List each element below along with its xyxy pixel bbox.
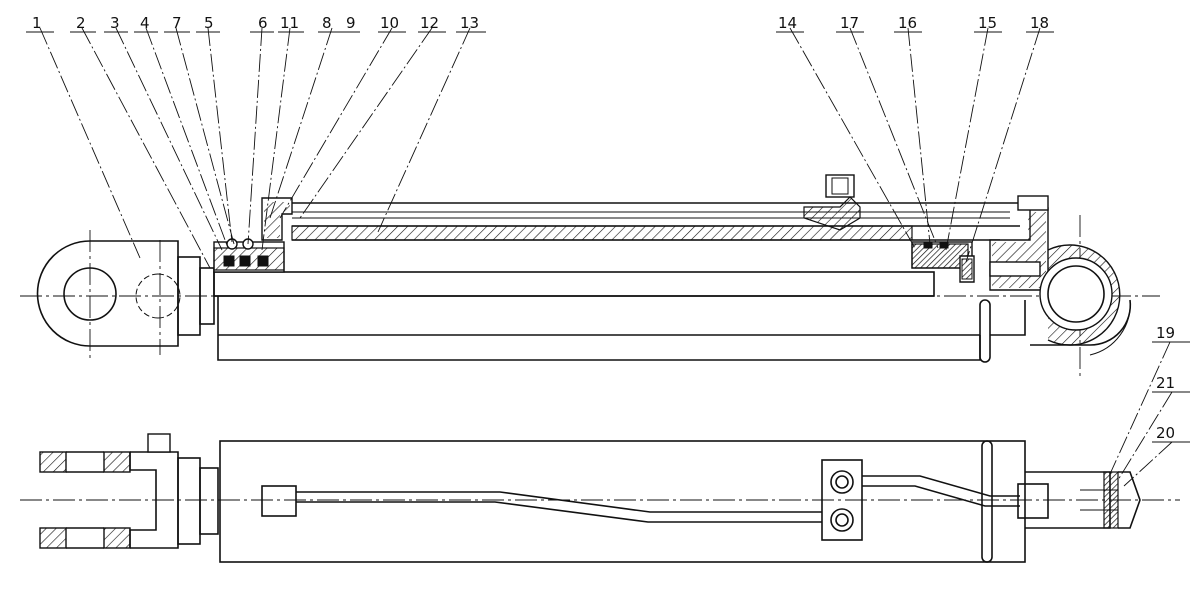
part-label-5: 5 <box>204 14 214 32</box>
part-label-7: 7 <box>172 14 182 32</box>
clevis-fork <box>39 433 219 549</box>
part-label-17: 17 <box>840 14 859 32</box>
piston <box>911 241 975 283</box>
part-label-4: 4 <box>140 14 150 32</box>
end-cap <box>989 195 1049 291</box>
part-label-15: 15 <box>978 14 997 32</box>
part-label-6: 6 <box>258 14 268 32</box>
part-label-13: 13 <box>460 14 479 32</box>
rod-end-eye <box>36 240 215 347</box>
top-view <box>20 174 1160 380</box>
part-label-11: 11 <box>280 14 299 32</box>
oil-pipe <box>261 459 1049 541</box>
cylinder-barrel <box>217 202 1026 363</box>
gland <box>213 197 293 273</box>
cap-side <box>1025 471 1141 529</box>
barrel-side <box>219 440 1026 563</box>
piston-rod <box>213 271 935 297</box>
part-label-8: 8 <box>322 14 332 32</box>
part-label-20: 20 <box>1156 424 1175 442</box>
leader-lines <box>26 27 1190 487</box>
part-label-18: 18 <box>1030 14 1049 32</box>
part-label-2: 2 <box>76 14 86 32</box>
part-label-19: 19 <box>1156 324 1175 342</box>
port-fitting <box>803 174 861 231</box>
cap-end-eye <box>1030 244 1132 356</box>
part-label-21: 21 <box>1156 374 1175 392</box>
part-label-16: 16 <box>898 14 917 32</box>
part-label-9: 9 <box>346 14 356 32</box>
part-label-1: 1 <box>32 14 42 32</box>
part-label-12: 12 <box>420 14 439 32</box>
part-label-3: 3 <box>110 14 120 32</box>
part-labels: 1 2 3 4 7 5 6 11 8 9 10 12 13 14 17 16 1… <box>32 14 1175 442</box>
part-label-14: 14 <box>778 14 797 32</box>
bottom-view <box>20 433 1180 563</box>
part-label-10: 10 <box>380 14 399 32</box>
